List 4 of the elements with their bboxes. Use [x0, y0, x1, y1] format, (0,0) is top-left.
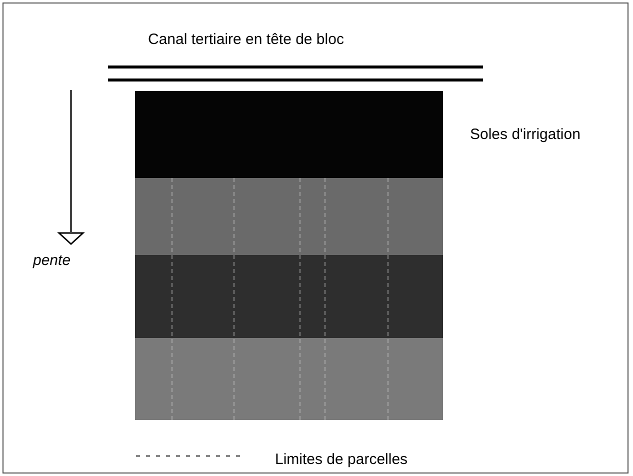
area-label: Soles d'irrigation: [470, 126, 580, 143]
canal-label: Canal tertiaire en tête de bloc: [148, 31, 344, 48]
legend-label: Limites de parcelles: [275, 451, 408, 468]
slope-label: pente: [33, 252, 71, 269]
